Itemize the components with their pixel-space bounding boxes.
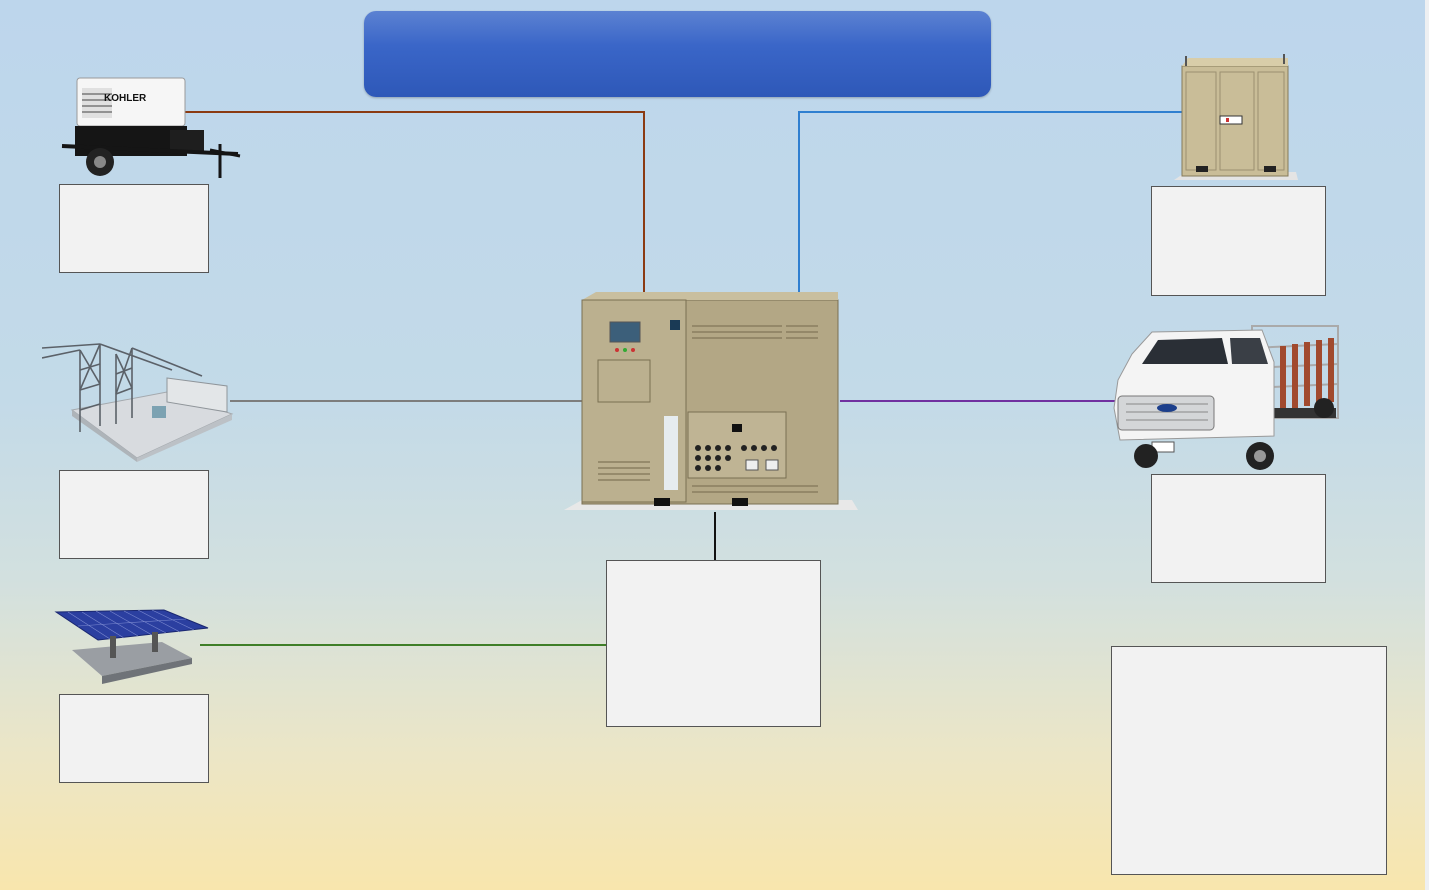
controller-info-box (606, 560, 821, 727)
substation-info-box (59, 470, 209, 559)
generator-brand-label: KOHLER (104, 93, 147, 104)
solar-info-box (59, 694, 209, 783)
mobile-generator-icon: KOHLER (61, 77, 241, 178)
truck-info-box (1151, 474, 1326, 583)
enclosure-wire (798, 111, 1182, 296)
utility-substation-icon (42, 343, 234, 462)
enclosure-info-box (1151, 186, 1326, 296)
generator-info-box (59, 184, 209, 273)
microgrid-controller-icon (564, 292, 858, 510)
generator-wire (185, 111, 645, 296)
solar-array-icon (54, 609, 209, 684)
legend-info-box (1111, 646, 1387, 875)
battery-enclosure-icon (1174, 54, 1298, 180)
right-edge-strip (1425, 0, 1429, 890)
utility-truck-icon (1113, 325, 1339, 470)
title-banner (364, 11, 991, 97)
